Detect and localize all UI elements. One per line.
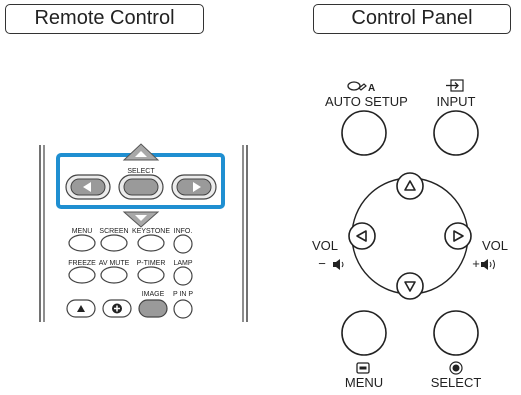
panel-up-button xyxy=(396,172,424,200)
auto-setup-icon xyxy=(347,81,367,91)
vol-left-label: VOL xyxy=(311,238,338,253)
remote-image-key xyxy=(138,299,168,318)
remote-select-label: SELECT xyxy=(127,168,155,175)
remote-menu-key xyxy=(68,234,96,252)
auto-setup-button xyxy=(341,110,387,156)
auto-setup-glyph: A xyxy=(368,83,375,94)
vol-right-label: VOL xyxy=(481,238,508,253)
remote-control: SELECT MENU SCREEN KEYSTONE INFO. FREEZE… xyxy=(39,143,248,322)
menu-icon xyxy=(356,362,370,374)
panel-down-arrow-icon xyxy=(404,281,416,292)
remote-info-key xyxy=(173,234,193,254)
control-panel: A xyxy=(333,79,495,375)
remote-pinp-key xyxy=(173,299,193,319)
remote-avmute-label: AV MUTE xyxy=(99,260,130,267)
remote-image-label: IMAGE xyxy=(142,291,165,298)
remote-right-arrow-icon xyxy=(193,182,201,192)
remote-ptimer-label: P-TIMER xyxy=(137,260,166,267)
remote-info-label: INFO. xyxy=(174,228,193,235)
control-panel-header: Control Panel xyxy=(313,4,511,34)
remote-triangle-icon xyxy=(77,305,85,312)
select-button xyxy=(433,310,479,356)
select-icon xyxy=(449,361,463,375)
remote-control-header: Remote Control xyxy=(5,4,204,34)
remote-freeze-key xyxy=(68,266,96,284)
volume-up-speaker-icon xyxy=(481,259,495,270)
remote-lamp-key xyxy=(173,266,193,286)
remote-menu-label: MENU xyxy=(72,228,93,235)
panel-left-arrow-icon xyxy=(356,230,367,242)
panel-left-button xyxy=(348,222,376,250)
panel-right-button xyxy=(444,222,472,250)
remote-up-arrow-icon xyxy=(135,151,147,157)
vol-left-sign: − xyxy=(318,256,326,271)
remote-screen-label: SCREEN xyxy=(99,228,128,235)
remote-down-arrow-icon xyxy=(135,215,147,221)
remote-ptimer-key xyxy=(137,266,165,284)
remote-keystone-label: KEYSTONE xyxy=(132,228,170,235)
remote-left-arrow-icon xyxy=(83,182,91,192)
input-label: INPUT xyxy=(436,94,476,109)
remote-lamp-label: LAMP xyxy=(173,260,192,267)
volume-down-speaker-icon xyxy=(333,259,344,270)
select-label: SELECT xyxy=(430,375,482,390)
remote-screen-key xyxy=(100,234,128,252)
menu-button xyxy=(341,310,387,356)
remote-pinp-label: P IN P xyxy=(173,291,193,298)
remote-keystone-key xyxy=(137,234,165,252)
panel-up-arrow-icon xyxy=(404,180,416,191)
menu-label: MENU xyxy=(344,375,384,390)
remote-avmute-key xyxy=(100,266,128,284)
auto-setup-label: AUTO SETUP xyxy=(325,94,408,109)
input-button xyxy=(433,110,479,156)
panel-down-button xyxy=(396,272,424,300)
input-icon xyxy=(446,79,464,92)
panel-right-arrow-icon xyxy=(453,230,464,242)
remote-freeze-label: FREEZE xyxy=(68,260,96,267)
vol-right-sign: + xyxy=(472,256,480,271)
